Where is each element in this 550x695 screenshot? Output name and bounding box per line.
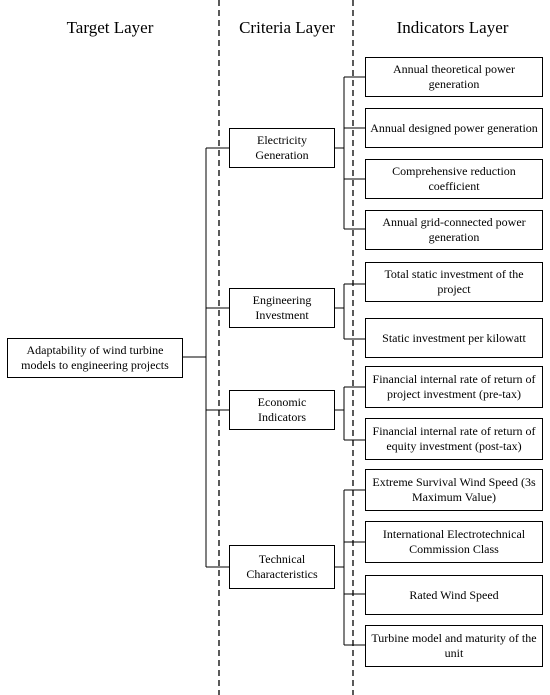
indicator-comprehensive-reduction: Comprehensive reduction coefficient: [365, 159, 543, 199]
indicator-annual-designed-power: Annual designed power generation: [365, 108, 543, 148]
indicator-turbine-model-maturity: Turbine model and maturity of the unit: [365, 625, 543, 667]
criteria-electricity-generation: Electricity Generation: [229, 128, 335, 168]
criteria-engineering-investment: Engineering Investment: [229, 288, 335, 328]
indicator-extreme-survival-wind-speed: Extreme Survival Wind Speed (3s Maximum …: [365, 469, 543, 511]
indicator-rated-wind-speed: Rated Wind Speed: [365, 575, 543, 615]
indicator-annual-grid-connected-power: Annual grid-connected power generation: [365, 210, 543, 250]
criteria-technical-characteristics: Technical Characteristics: [229, 545, 335, 589]
header-indicators-layer: Indicators Layer: [396, 18, 509, 37]
indicator-static-investment-per-kw: Static investment per kilowatt: [365, 318, 543, 358]
header-target-layer: Target Layer: [66, 18, 154, 37]
header-criteria-layer: Criteria Layer: [239, 18, 335, 37]
connectors: [183, 76, 365, 646]
indicator-annual-theoretical-power: Annual theoretical power generation: [365, 57, 543, 97]
target-box: Adaptability of wind turbine models to e…: [7, 338, 183, 378]
criteria-economic-indicators: Economic Indicators: [229, 390, 335, 430]
indicator-firr-project-pretax: Financial internal rate of return of pro…: [365, 366, 543, 408]
indicator-iec-class: International Electrotechnical Commissio…: [365, 521, 543, 563]
indicator-firr-equity-posttax: Financial internal rate of return of equ…: [365, 418, 543, 460]
indicator-total-static-investment: Total static investment of the project: [365, 262, 543, 302]
